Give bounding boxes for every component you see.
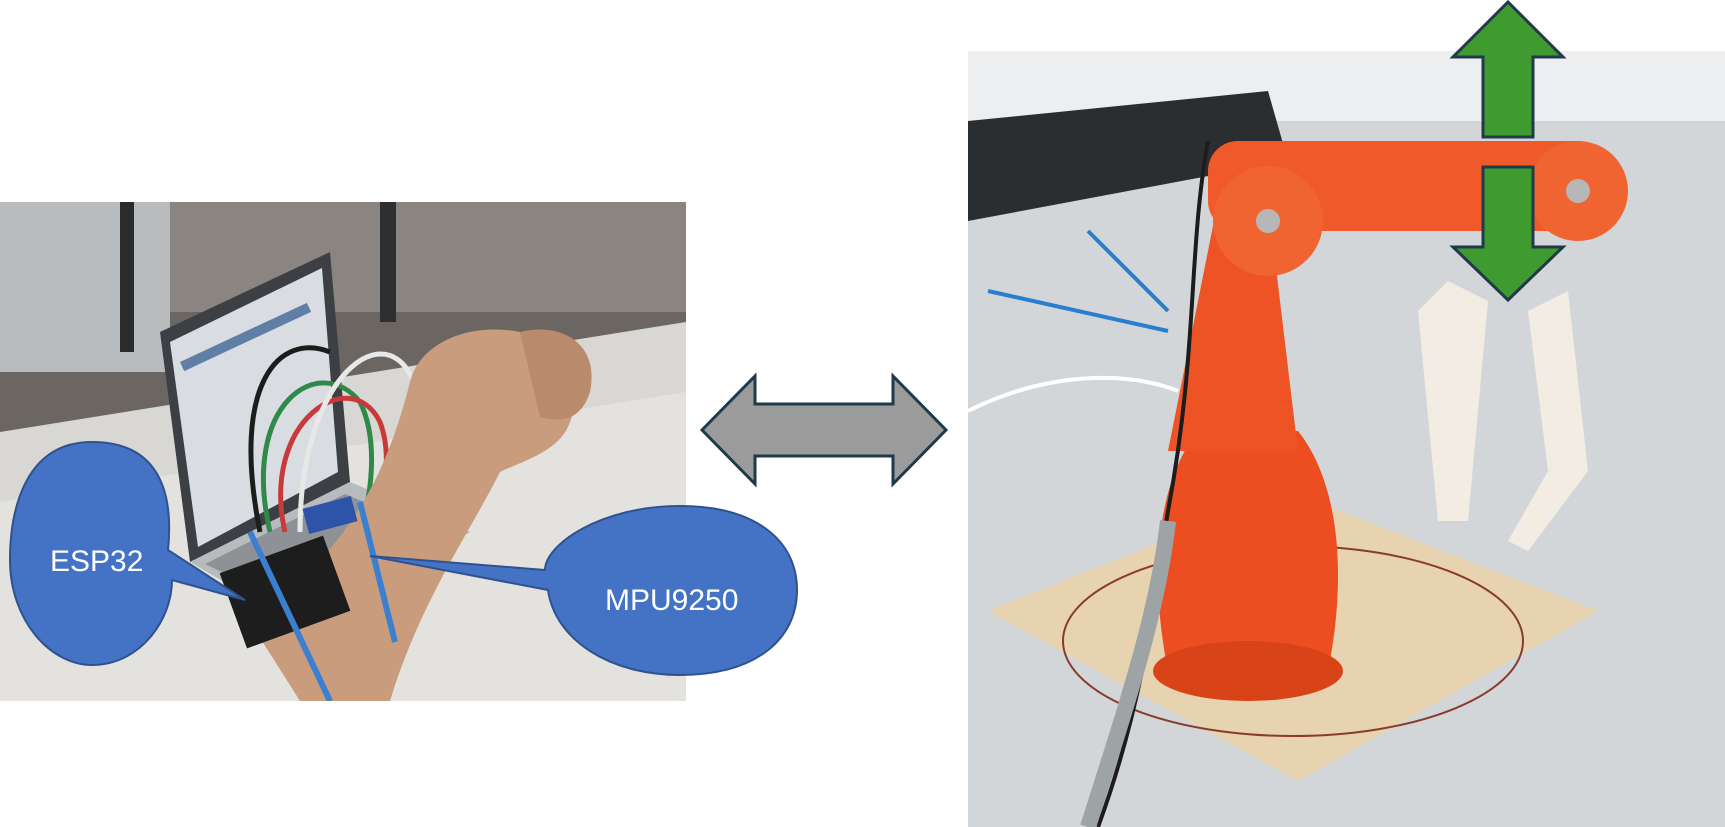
robotic-arm-photo bbox=[968, 51, 1725, 827]
robotic-arm-illustration bbox=[968, 51, 1725, 827]
wrist-sensor-photo bbox=[0, 202, 686, 701]
bidirectional-horizontal-arrow-icon bbox=[699, 372, 949, 488]
wrist-sensor-illustration bbox=[0, 202, 686, 701]
